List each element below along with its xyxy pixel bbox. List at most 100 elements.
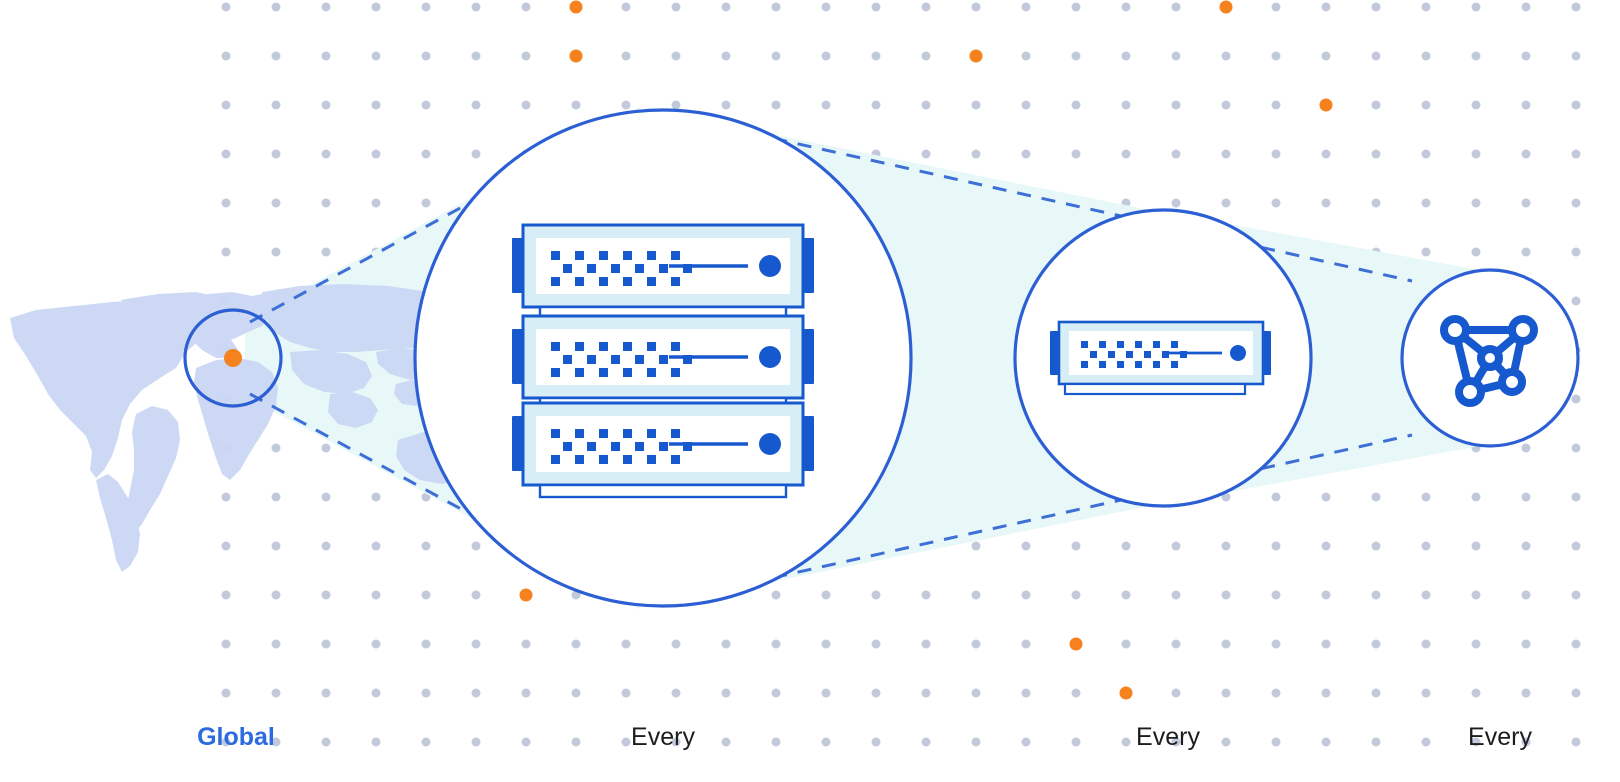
grid-dot: [1471, 51, 1481, 61]
grid-dot: [521, 737, 531, 747]
grid-dot: [1071, 51, 1081, 61]
grid-dot: [771, 590, 781, 600]
network-mesh-nodes: [1440, 315, 1538, 407]
grid-dot: [371, 51, 381, 61]
grid-dot: [1471, 100, 1481, 110]
grid-dot: [1321, 737, 1331, 747]
grid-dot: [371, 492, 381, 502]
grid-dot: [671, 2, 681, 12]
grid-dot: [1421, 492, 1431, 502]
grid-dot: [1321, 198, 1331, 208]
grid-dot: [571, 639, 581, 649]
grid-dot: [1421, 149, 1431, 159]
grid-dot: [1071, 590, 1081, 600]
grid-dot: [1521, 51, 1531, 61]
grid-dot: [1121, 51, 1131, 61]
grid-dot: [1071, 541, 1081, 551]
grid-dot: [1221, 688, 1231, 698]
grid-dot: [1421, 688, 1431, 698]
node-bottom-left: [1455, 377, 1485, 407]
grid-dot: [1371, 2, 1381, 12]
grid-dot: [1421, 639, 1431, 649]
grid-dot: [1571, 51, 1581, 61]
grid-dot: [321, 149, 331, 159]
grid-dot: [521, 639, 531, 649]
grid-dot: [421, 590, 431, 600]
grid-dot: [571, 737, 581, 747]
grid-dot: [621, 2, 631, 12]
grid-dot: [221, 737, 231, 747]
grid-dot: [1271, 639, 1281, 649]
grid-dot: [871, 51, 881, 61]
grid-dot: [1171, 639, 1181, 649]
grid-dot: [1271, 149, 1281, 159]
grid-dot: [871, 100, 881, 110]
grid-dot: [1271, 198, 1281, 208]
grid-dot: [421, 100, 431, 110]
grid-dot: [221, 100, 231, 110]
grid-dot: [1421, 247, 1431, 257]
grid-dot: [721, 737, 731, 747]
grid-dot: [371, 541, 381, 551]
grid-dot: [371, 590, 381, 600]
server-unit-bottom: [512, 401, 814, 499]
grid-dot: [271, 492, 281, 502]
grid-dot: [321, 198, 331, 208]
grid-dot: [1221, 492, 1231, 502]
grid-dot: [721, 688, 731, 698]
grid-dot: [1121, 737, 1131, 747]
grid-dot: [1171, 590, 1181, 600]
grid-dot: [271, 688, 281, 698]
grid-dot: [1271, 51, 1281, 61]
grid-dot: [821, 51, 831, 61]
grid-dot: [721, 51, 731, 61]
grid-dot: [1171, 198, 1181, 208]
grid-dot: [771, 2, 781, 12]
grid-dot: [371, 198, 381, 208]
grid-dot: [1271, 541, 1281, 551]
grid-dot: [471, 100, 481, 110]
grid-dot: [271, 590, 281, 600]
grid-dot: [1221, 149, 1231, 159]
grid-dot: [1321, 688, 1331, 698]
grid-dot: [1021, 100, 1031, 110]
grid-dot: [1421, 100, 1431, 110]
grid-dot: [1121, 541, 1131, 551]
grid-dot-highlight: [1319, 98, 1333, 112]
grid-dot: [221, 590, 231, 600]
grid-dot: [821, 2, 831, 12]
server-rack-icon: [512, 223, 814, 499]
grid-dot: [321, 2, 331, 12]
grid-dot: [821, 639, 831, 649]
grid-dot: [1271, 100, 1281, 110]
grid-dot: [221, 149, 231, 159]
grid-dot: [1021, 737, 1031, 747]
grid-dot: [1071, 737, 1081, 747]
grid-dot: [971, 149, 981, 159]
grid-dot: [921, 737, 931, 747]
grid-dot: [971, 590, 981, 600]
grid-dot: [1271, 492, 1281, 502]
grid-dot: [1071, 149, 1081, 159]
grid-dot: [1371, 688, 1381, 698]
grid-dot: [1221, 198, 1231, 208]
node-top-right: [1508, 315, 1538, 345]
grid-dot: [971, 541, 981, 551]
grid-dot: [1521, 541, 1531, 551]
grid-dot: [571, 688, 581, 698]
grid-dot: [1521, 247, 1531, 257]
grid-dot: [621, 737, 631, 747]
grid-dot: [921, 149, 931, 159]
grid-dot: [921, 639, 931, 649]
grid-dot: [1021, 541, 1031, 551]
grid-dot-highlight: [1069, 637, 1083, 651]
grid-dot: [1571, 149, 1581, 159]
grid-dot-highlight: [569, 49, 583, 63]
grid-dot: [1571, 688, 1581, 698]
grid-dot: [221, 492, 231, 502]
server-unit-middle: [512, 314, 814, 412]
grid-dot: [821, 100, 831, 110]
grid-dot: [321, 51, 331, 61]
grid-dot: [321, 100, 331, 110]
